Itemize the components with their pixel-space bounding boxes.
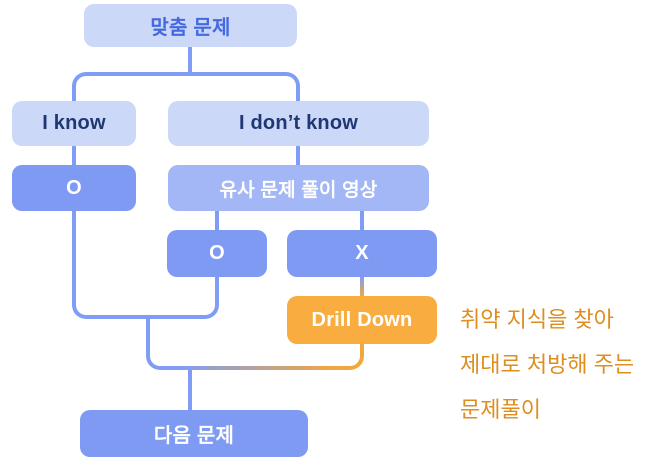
annotation-line-2: 제대로 처방해 주는: [460, 352, 635, 377]
connector-gradient-horizontal: [178, 366, 334, 370]
node-custom-problem: 맞춤 문제: [84, 4, 297, 47]
node-o-mid: O: [167, 230, 267, 277]
connector-root-down: [188, 47, 192, 74]
node-o-left: O: [12, 165, 136, 211]
connector-x-drilldown: [360, 277, 364, 296]
annotation-line-3: 문제풀이: [460, 397, 541, 422]
node-x: X: [287, 230, 437, 277]
connector-idontknow-video: [296, 146, 300, 166]
connector-video-o: [215, 211, 219, 231]
node-i-dont-know: I don’t know: [168, 101, 429, 146]
connector-next-down: [188, 370, 192, 410]
node-similar-video: 유사 문제 풀이 영상: [168, 165, 429, 211]
connector-drop-left-corner: [146, 319, 178, 370]
node-i-know: I know: [12, 101, 136, 146]
node-drill-down: Drill Down: [287, 296, 437, 344]
connector-iknow-o: [72, 146, 76, 166]
connector-video-x: [360, 211, 364, 231]
connector-drilldown-corner: [334, 344, 364, 370]
node-next-problem: 다음 문제: [80, 410, 308, 457]
connector-merge-right: [150, 277, 219, 319]
drilldown-annotation: 취약 지식을 찾아 제대로 처방해 주는 문제풀이: [460, 297, 672, 432]
connector-merge-left: [72, 209, 150, 319]
annotation-line-1: 취약 지식을 찾아: [460, 307, 614, 332]
connector-branch-bracket: [72, 72, 300, 101]
